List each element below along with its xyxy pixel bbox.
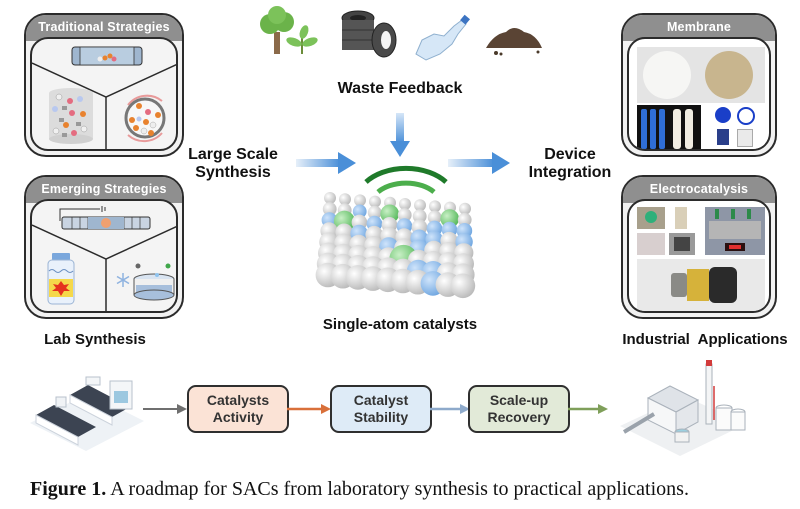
panel-dividers	[32, 224, 176, 311]
atom-support	[354, 194, 366, 207]
flow-arrow-start	[143, 404, 187, 414]
single-atom-catalysts-label: Single-atom catalysts	[322, 316, 478, 333]
step-line2: Recovery	[487, 409, 551, 425]
flow-step-scaleup-recovery: Scale-up Recovery	[468, 385, 570, 433]
emerging-strategies-panel: Emerging Strategies	[24, 175, 184, 319]
laboratory-icon	[30, 376, 144, 451]
panel-title: Emerging Strategies	[26, 177, 182, 203]
panel-title: Traditional Strategies	[26, 15, 182, 41]
signal-arc-inner	[376, 180, 436, 194]
ball-milling-icon	[124, 94, 166, 143]
atom-support	[412, 209, 427, 224]
large-scale-line2: Synthesis	[195, 164, 271, 182]
caption-prefix: Figure 1.	[30, 478, 107, 500]
atom-support	[450, 273, 476, 299]
tree-plant-icon	[260, 6, 318, 54]
freeze-drying-dish-icon	[133, 263, 175, 301]
panel-dividers	[32, 62, 176, 149]
right-arrow-synthesis	[296, 152, 356, 174]
impregnation-beaker-icon	[49, 88, 93, 144]
figure-caption: Figure 1. A roadmap for SACs from labora…	[30, 478, 689, 501]
device-integration-label: Device Integration	[520, 146, 620, 183]
step-line1: Scale-up	[489, 392, 549, 408]
atom-support	[429, 200, 441, 213]
filter-cartridges-photo	[637, 105, 701, 149]
atom-support	[324, 192, 336, 204]
panel-body	[30, 37, 178, 151]
atom-support	[369, 195, 381, 208]
electrolyzer-stack-photo	[705, 207, 765, 255]
device-line1: Device	[544, 146, 596, 163]
signal-arc-outer	[364, 165, 448, 184]
large-scale-synthesis-label: Large Scale Synthesis	[178, 146, 288, 183]
membrane-discs-photo	[637, 47, 765, 103]
right-arrow-device	[448, 152, 510, 174]
large-scale-line1: Large Scale	[188, 146, 278, 163]
step-line1: Catalysts	[206, 392, 270, 408]
panel-body	[627, 37, 771, 151]
panel-body	[30, 199, 178, 313]
atom-support	[457, 212, 472, 227]
fuel-cell-device-photo	[637, 259, 765, 311]
electric-heating-tube-icon	[59, 206, 151, 230]
lab-synthesis-label: Lab Synthesis	[44, 331, 146, 348]
atom-support	[397, 208, 412, 222]
snowflake-icon	[116, 273, 130, 287]
device-line2: Integration	[528, 164, 612, 182]
atom-support	[399, 198, 411, 210]
panel-title: Electrocatalysis	[623, 177, 775, 203]
industrial-plant-icon	[620, 360, 746, 456]
atom-support	[367, 205, 382, 220]
atom-support	[322, 202, 337, 216]
atom-support	[459, 202, 471, 215]
step-line2: Activity	[212, 409, 264, 425]
atom-support	[414, 199, 426, 212]
waste-feedback-label: Waste Feedback	[337, 80, 463, 97]
single-atom-catalyst-lattice	[315, 165, 476, 299]
microwave-bottle-icon	[47, 253, 75, 305]
flow-arrow-activity	[287, 404, 331, 414]
step-line1: Catalyst	[353, 392, 409, 408]
flow-arrow-stability	[430, 404, 470, 414]
panel-title: Membrane	[623, 15, 775, 41]
electrocatalysis-panel: Electrocatalysis	[621, 175, 777, 319]
atom-support	[339, 193, 351, 206]
electrolyzer-cells-photo	[637, 207, 699, 255]
membrane-modules-photo	[707, 105, 765, 149]
soil-pile-icon	[486, 28, 542, 56]
flow-step-catalyst-stability: Catalyst Stability	[330, 385, 432, 433]
traditional-strategies-panel: Traditional Strategies	[24, 13, 184, 157]
panel-body	[627, 199, 771, 313]
plastic-bottle-icon	[415, 14, 470, 61]
down-arrow	[390, 113, 410, 157]
tires-icon	[341, 10, 397, 58]
step-line2: Stability	[353, 409, 409, 425]
caption-text: A roadmap for SACs from laboratory synth…	[106, 478, 689, 500]
membrane-panel: Membrane	[621, 13, 777, 157]
atom-support	[427, 210, 442, 225]
industrial-applications-label: Industrial Applications	[622, 331, 788, 348]
flow-arrow-recovery	[568, 404, 608, 414]
tube-furnace-icon	[71, 46, 143, 66]
flow-step-catalysts-activity: Catalysts Activity	[187, 385, 289, 433]
atom-coordination	[352, 204, 367, 219]
